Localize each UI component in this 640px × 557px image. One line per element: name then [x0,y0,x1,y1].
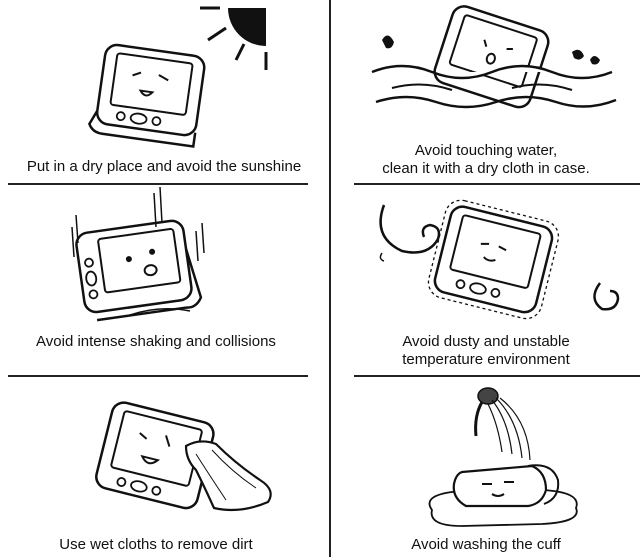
monitor-in-sun-illustration [88,6,268,148]
monitor-in-water-illustration [371,5,617,109]
cuff-washing-illustration [428,387,578,527]
caption: Avoid intense shaking and collisions [0,333,312,351]
caption-line: Put in a dry place and avoid the sunshin… [26,158,302,175]
monitor-falling-illustration [71,187,205,322]
panel-shake: Avoid intense shaking and collisions [0,187,328,377]
panel-dust: Avoid dusty and unstable temperature env… [332,187,640,377]
panel-cuff: Avoid washing the cuff [332,380,640,557]
caption-line: Avoid washing the cuff [411,536,561,553]
caption-line: clean it with a dry cloth in case. [382,160,590,177]
monitor-dust-illustration [379,199,620,320]
separator-line [354,183,640,185]
caption-line: Avoid intense shaking and collisions [36,333,276,350]
caption: Use wet cloths to remove dirt [0,536,312,554]
caption: Avoid washing the cuff [332,536,640,554]
panel-water: Avoid touching water, clean it with a dr… [332,0,640,185]
caption: Avoid dusty and unstable temperature env… [332,333,640,369]
separator-line [354,375,640,377]
separator-line [8,183,308,185]
panel-sun: Put in a dry place and avoid the sunshin… [0,0,328,185]
caption-line: Avoid dusty and unstable [402,333,570,350]
caption: Put in a dry place and avoid the sunshin… [0,158,328,176]
monitor-wipe-illustration [95,401,272,512]
caption-line: Avoid touching water, [414,142,558,159]
caption-line: temperature environment [402,351,570,368]
panel-wipe: Use wet cloths to remove dirt [0,380,328,557]
caption: Avoid touching water, clean it with a dr… [332,142,640,178]
vertical-divider [329,0,331,557]
caption-line: Use wet cloths to remove dirt [59,536,253,553]
separator-line [8,375,308,377]
